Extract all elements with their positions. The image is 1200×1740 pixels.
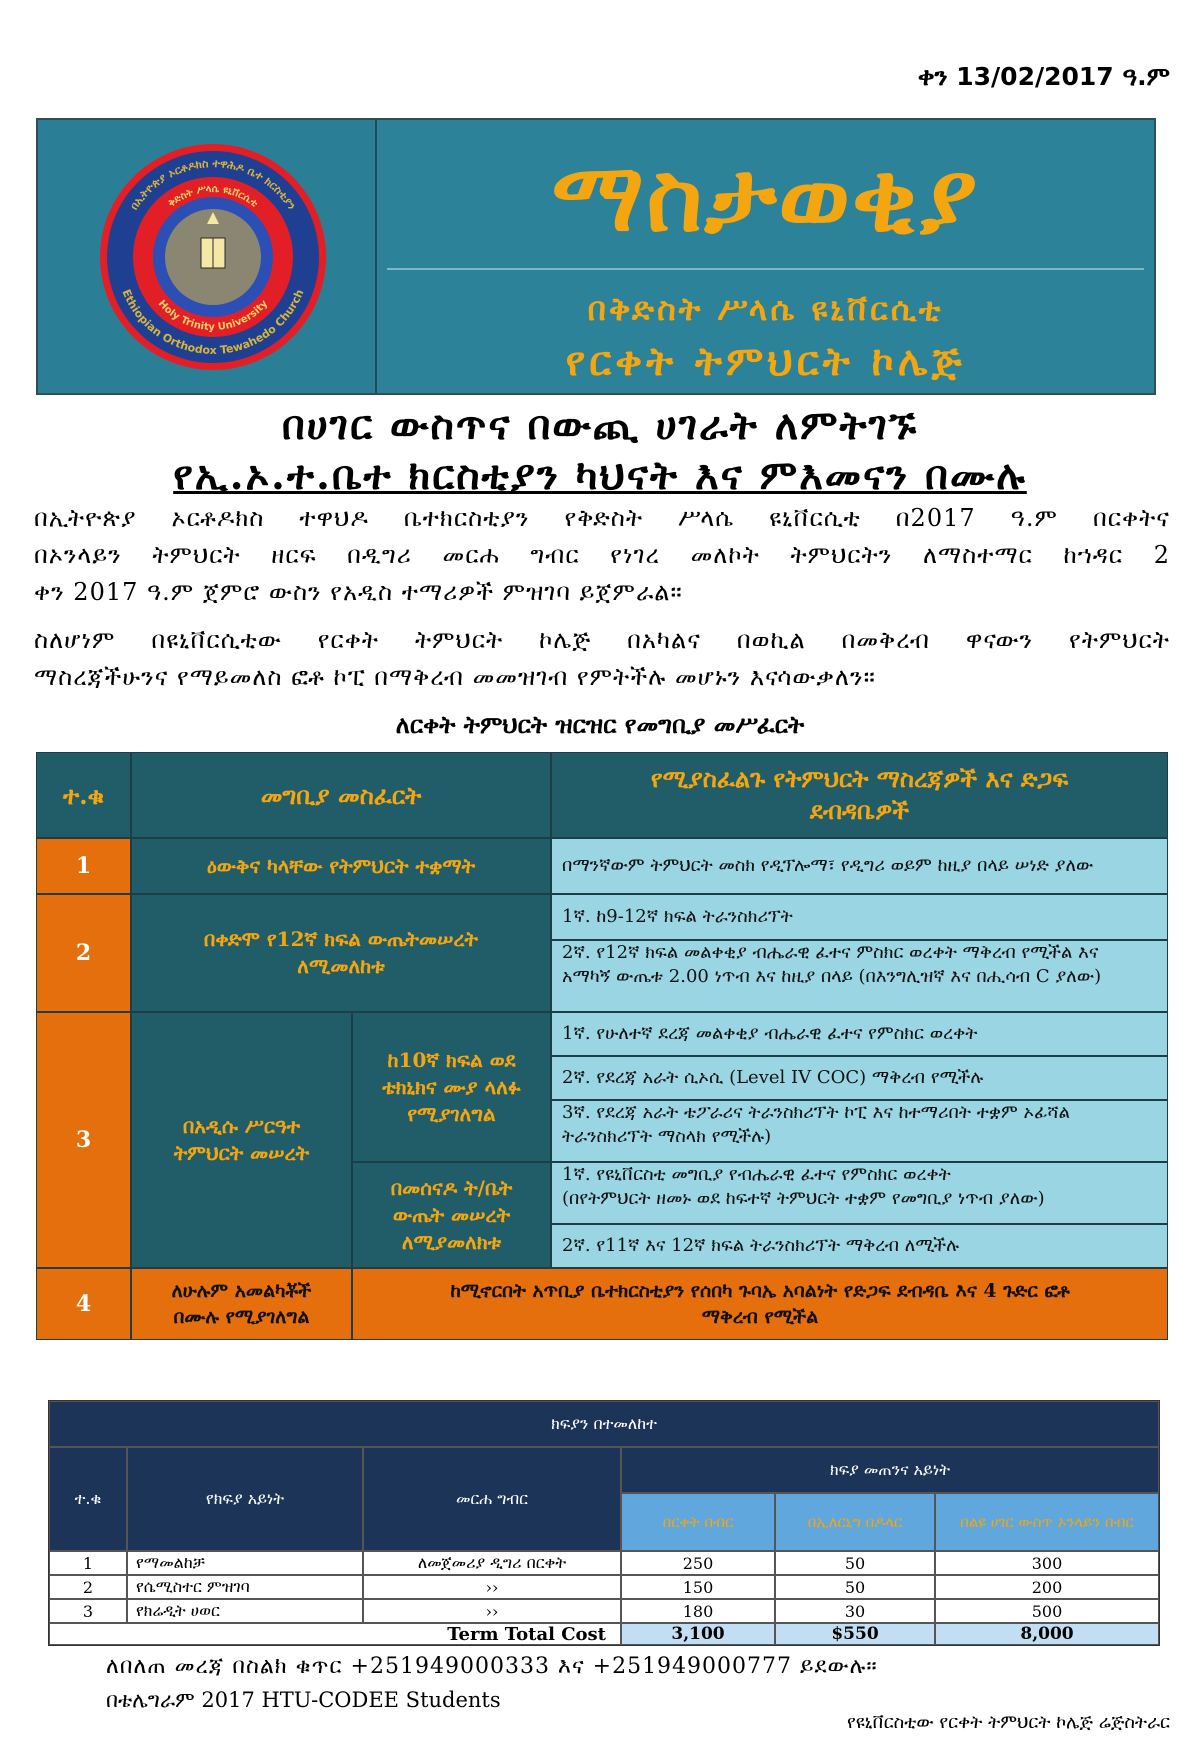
document-line: አማካኝ ውጤቱ 2.00 ነጥብ እና ከዚያ በላይ (በእንግሊዝኛ እና… xyxy=(562,966,1102,987)
fees-total-label: Term Total Cost xyxy=(49,1623,621,1645)
document-line: ትራንስክሪፕት ማስላክ የሚችሉ) xyxy=(562,1126,772,1147)
contact-telegram: በቴሌግራም 2017 HTU-CODEE Students xyxy=(106,1688,501,1712)
sub-criteria-technical: ከ10ኛ ክፍል ወደ ቴክኒክና ሙያ ላለፉ የሚያገለግል xyxy=(352,1012,551,1162)
paragraph-line: በኦንላይን ትምህርት ዘርፍ በዲግሪ መርሐ ግብር የነገረ መለኮት … xyxy=(34,541,1170,569)
footer-signature: የዩኒቨርስቲው የርቀት ትምህርት ኮሌጅ ሬጅስትራር xyxy=(846,1712,1170,1733)
fee-row-value: 150 xyxy=(621,1575,775,1599)
fee-row-type: የክሬዲት ሀወር xyxy=(127,1599,363,1623)
row-number: 2 xyxy=(36,894,131,1012)
fee-row-program: ›› xyxy=(363,1599,621,1623)
fees-total-value: $550 xyxy=(775,1623,935,1645)
header-documents: የሚያስፈልጉ የትምህርት ማስረጃዎች እና ድጋፍ ደብዳቤዎች xyxy=(551,752,1168,838)
fees-header-col: በልዩ ሀገር ውስጥ ኦንላይን በብር xyxy=(935,1493,1159,1551)
fee-row-value: 50 xyxy=(775,1551,935,1575)
logo-panel: በኢትዮጵያ ኦርቶዶክስ ተዋሕዶ ቤተ ክርስቲያን Ethiopian O… xyxy=(38,120,377,393)
row-document: 1ኛ. የዩኒቨርስቲ መግቢያ የብሔራዊ ፈተና የምስክር ወረቀት (በ… xyxy=(551,1162,1168,1224)
row-number: 3 xyxy=(36,1012,131,1268)
intro-paragraph: በኢትዮጵያ ኦርቶዶክስ ተዋህዶ ቤተክርስቲያን የቅድስት ሥላሴ ዩኒ… xyxy=(34,500,1170,611)
fee-row-type: የሴሚስተር ምዝገባ xyxy=(127,1575,363,1599)
fee-row-value: 50 xyxy=(775,1575,935,1599)
row-criteria: በአዲሱ ሥርዓተ ትምህርት መሠረት xyxy=(131,1012,352,1268)
fees-header-no: ተ.ቁ xyxy=(49,1447,127,1551)
contact-phone: ለበለጠ መረጃ በስልክ ቁጥር +251949000333 እና +2519… xyxy=(106,1654,878,1679)
fees-header-col: በርቀት በብር xyxy=(621,1493,775,1551)
fee-row-program: ለመጀመሪያ ዲግሪ በርቀት xyxy=(363,1551,621,1575)
headline-recipients: የኢ.ኦ.ተ.ቤተ ክርስቲያን ካህናት እና ምእመናን በሙሉ xyxy=(173,452,1027,499)
paragraph-line: ስለሆነም በዩኒቨርሲቲው የርቀት ትምህርት ኮሌጅ በአካልና በወኪል… xyxy=(34,626,1170,654)
header-no: ተ.ቁ xyxy=(36,752,131,838)
row-document: 2ኛ. የ11ኛ እና 12ኛ ክፍል ትራንስክሪፕት ማቅረብ ለሚችሉ xyxy=(551,1224,1168,1268)
title-panel: ማስታወቂያ በቅድስት ሥላሴ ዩኒቨርሲቲ የርቀት ትምህርት ኮሌጅ xyxy=(377,120,1154,393)
university-seal-logo: በኢትዮጵያ ኦርቶዶክስ ተዋሕዶ ቤተ ክርስቲያን Ethiopian O… xyxy=(100,144,326,370)
fee-row-no: 2 xyxy=(49,1575,127,1599)
row-document: 1ኛ. ከ9-12ኛ ክፍል ትራንስክሪፕት xyxy=(551,894,1168,940)
college-name: የርቀት ትምህርት ኮሌጅ xyxy=(565,338,966,385)
row-document: ከሚኖርበት አጥቢያ ቤተክርስቲያን የሰበካ ጉባኤ አባልነት የድጋፍ… xyxy=(352,1268,1168,1340)
document-line: 2ኛ. የ12ኛ ክፍል መልቀቂያ ብሔራዊ ፈተና ምስክር ወረቀት ማቅ… xyxy=(562,942,1099,963)
row-document: 2ኛ. የ12ኛ ክፍል መልቀቂያ ብሔራዊ ፈተና ምስክር ወረቀት ማቅ… xyxy=(551,940,1168,1012)
instruction-paragraph: ስለሆነም በዩኒቨርሲቲው የርቀት ትምህርት ኮሌጅ በአካልና በወኪል… xyxy=(34,622,1170,696)
fees-total-value: 3,100 xyxy=(621,1623,775,1645)
header-criteria: መግቢያ መስፈርት xyxy=(131,752,551,838)
row-document: በማንኛውም ትምህርት መስክ የዲፕሎማ፣ የዲግሪ ወይም ከዚያ በላይ… xyxy=(551,838,1168,894)
fee-row-type: የማመልከቻ xyxy=(127,1551,363,1575)
title-divider xyxy=(387,268,1144,270)
fee-row-value: 500 xyxy=(935,1599,1159,1623)
row-document: 3ኛ. የደረጃ አራት ቴፖራሪና ትራንስክሪፕት ኮፒ እና ከተማሪበት… xyxy=(551,1100,1168,1162)
announcement-date: ቀን 13/02/2017 ዓ.ም xyxy=(917,62,1170,91)
paragraph-line: ቀን 2017 ዓ.ም ጀምሮ ውስን የአዲስ ተማሪዎች ምዝገባ ይጀምራ… xyxy=(34,578,683,606)
document-line: 1ኛ. የዩኒቨርስቲ መግቢያ የብሔራዊ ፈተና የምስክር ወረቀት xyxy=(562,1164,951,1185)
row-document: 2ኛ. የደረጃ አራት ሲኦሲ (Level IV COC) ማቅረብ የሚች… xyxy=(551,1056,1168,1100)
university-name: በቅድስት ሥላሴ ዩኒቨርሲቲ xyxy=(587,290,944,328)
row-document: 1ኛ. የሁለተኛ ደረጃ መልቀቂያ ብሔራዊ ፈተና የምስክር ወረቀት xyxy=(551,1012,1168,1056)
headline-audience: በሀገር ውስጥና በውጪ ሀገራት ለምትገኙ xyxy=(281,402,919,449)
fees-table: ክፍያን በተመለከተ ተ.ቁ የክፍያ አይነት መርሐ ግብር ክፍያ መጠ… xyxy=(48,1400,1160,1646)
document-line: (በየትምህርት ዘመኑ ወደ ከፍተኛ ትምህርት ተቋም የመግቢያ ነጥብ… xyxy=(562,1188,1045,1209)
fee-row-value: 200 xyxy=(935,1575,1159,1599)
header-banner: በኢትዮጵያ ኦርቶዶክስ ተዋሕዶ ቤተ ክርስቲያን Ethiopian O… xyxy=(36,118,1156,395)
fee-row-no: 1 xyxy=(49,1551,127,1575)
row-number: 4 xyxy=(36,1268,131,1340)
requirements-table: ተ.ቁ መግቢያ መስፈርት የሚያስፈልጉ የትምህርት ማስረጃዎች እና … xyxy=(36,752,1168,1372)
row-criteria: ለሁሉም አመልካቾች በሙሉ የሚያገለግል xyxy=(131,1268,352,1340)
fees-total-value: 8,000 xyxy=(935,1623,1159,1645)
sub-criteria-preparatory: በመሰናዶ ት/ቤት ውጤት መሠረት ለሚያመለክቱ xyxy=(352,1162,551,1268)
fees-title: ክፍያን በተመለከተ xyxy=(49,1401,1159,1447)
fees-header-type: የክፍያ አይነት xyxy=(127,1447,363,1551)
fee-row-no: 3 xyxy=(49,1599,127,1623)
fees-header-group: ክፍያ መጠንና አይነት xyxy=(621,1447,1159,1493)
fee-row-value: 30 xyxy=(775,1599,935,1623)
row-number: 1 xyxy=(36,838,131,894)
row-criteria: ዕውቅና ካላቸው የትምህርት ተቋማት xyxy=(131,838,551,894)
paragraph-line: ማስረጃችሁንና የማይመለስ ፎቶ ኮፒ በማቅረብ መመዝገብ የምትችሉ … xyxy=(34,663,876,691)
requirements-table-title: ለርቀት ትምህርት ዝርዝር የመግቢያ መሥፈርት xyxy=(395,710,805,739)
document-line: ከሚኖርበት አጥቢያ ቤተክርስቲያን የሰበካ ጉባኤ አባልነት የድጋፍ… xyxy=(450,1280,1070,1302)
fees-header-col: በኢለርኒግ በዶላር xyxy=(775,1493,935,1551)
page-title: ማስታወቂያ xyxy=(551,140,980,253)
document-line: ማቅረብ የሚችል xyxy=(701,1306,819,1328)
fees-header-program: መርሐ ግብር xyxy=(363,1447,621,1551)
document-line: 3ኛ. የደረጃ አራት ቴፖራሪና ትራንስክሪፕት ኮፒ እና ከተማሪበት… xyxy=(562,1102,1071,1123)
fee-row-value: 250 xyxy=(621,1551,775,1575)
fee-row-value: 180 xyxy=(621,1599,775,1623)
paragraph-line: በኢትዮጵያ ኦርቶዶክስ ተዋህዶ ቤተክርስቲያን የቅድስት ሥላሴ ዩኒ… xyxy=(34,504,1170,532)
fee-row-value: 300 xyxy=(935,1551,1159,1575)
fee-row-program: ›› xyxy=(363,1575,621,1599)
row-criteria: በቀድሞ የ12ኛ ክፍል ውጤትመሠረት ለሚመለከቱ xyxy=(131,894,551,1012)
